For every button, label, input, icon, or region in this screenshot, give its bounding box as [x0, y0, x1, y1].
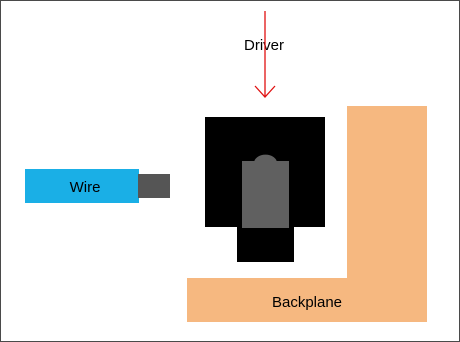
contact-insert [242, 161, 289, 228]
backplane-shape [187, 106, 427, 322]
driver-arrow-head-icon [254, 85, 276, 98]
driver-label: Driver [244, 37, 284, 54]
backplane-label: Backplane [272, 294, 342, 311]
connector-lower-block [237, 227, 294, 262]
wire-label: Wire [70, 179, 101, 196]
contact-insert-top [254, 154, 277, 163]
wire-tip [138, 174, 170, 198]
wire-body [25, 169, 139, 203]
